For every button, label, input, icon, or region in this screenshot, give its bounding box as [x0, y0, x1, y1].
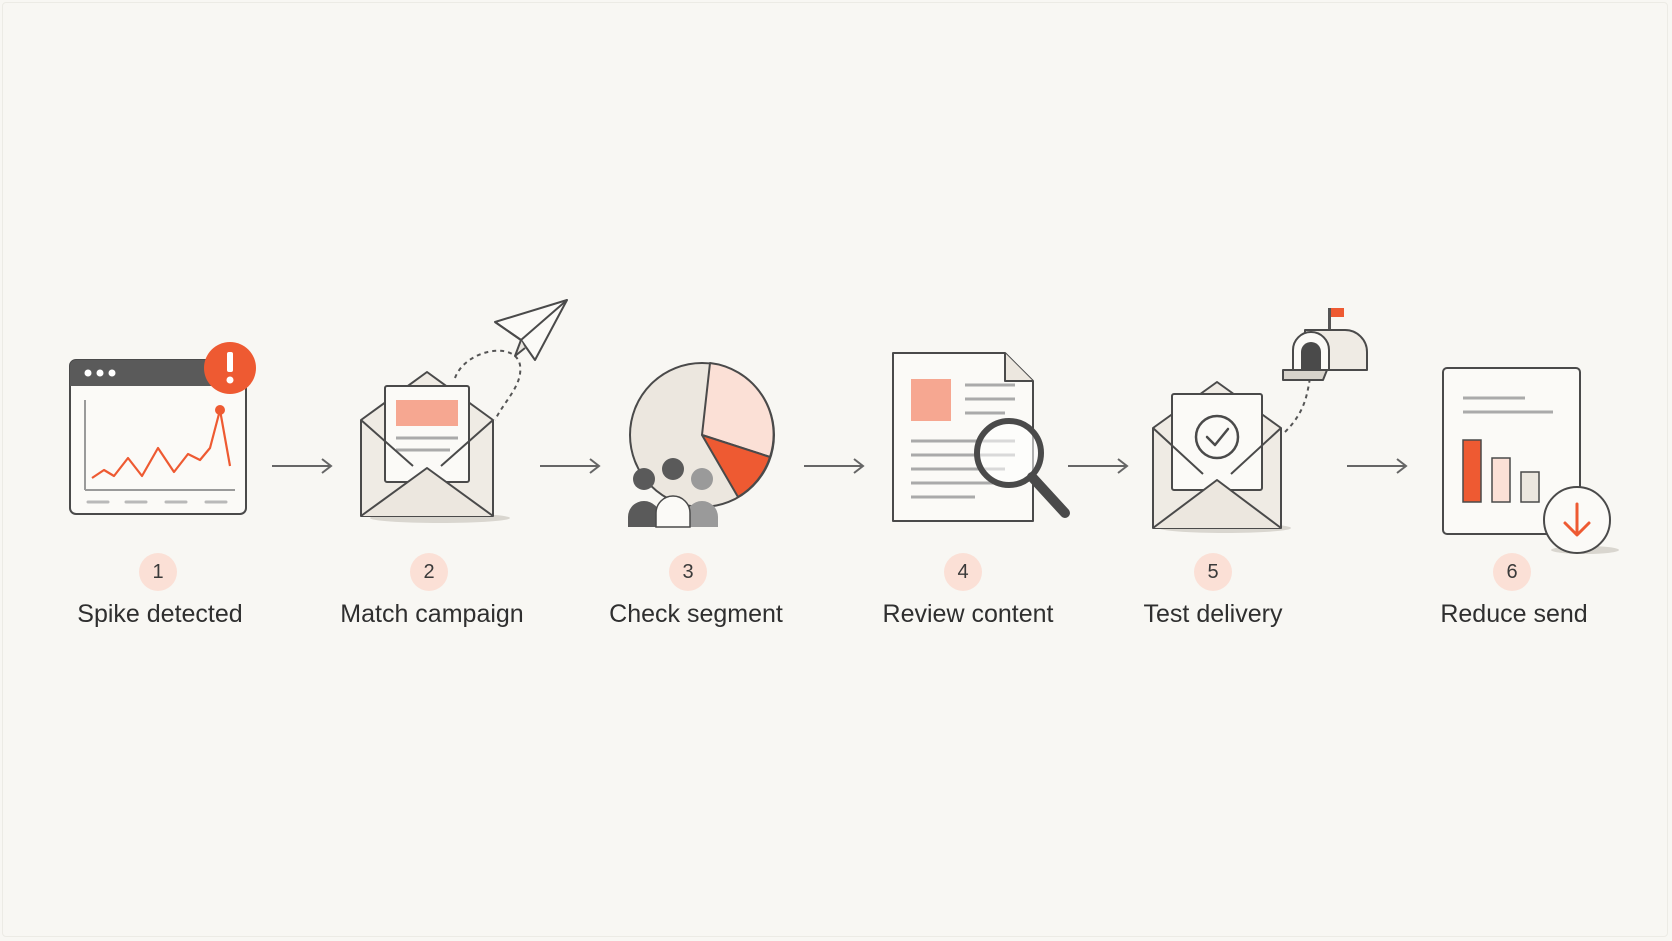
step-number-badge: 4	[944, 553, 982, 591]
bar-chart-down-icon	[1442, 367, 1619, 554]
arrow-right-icon	[1068, 458, 1129, 474]
step-number-badge: 6	[1493, 553, 1531, 591]
step-number-badge: 5	[1194, 553, 1232, 591]
document-magnifier-icon	[892, 352, 1070, 522]
pie-chart-people-icon	[628, 362, 775, 528]
arrow-right-icon	[804, 458, 865, 474]
step-number-badge: 3	[669, 553, 707, 591]
step-label: Test delivery	[1143, 600, 1283, 628]
arrow-right-icon	[272, 458, 333, 474]
envelope-check-mailbox-icon	[1152, 308, 1368, 533]
envelope-paper-plane-icon	[360, 299, 568, 523]
step-label: Review content	[882, 600, 1054, 628]
step-label: Reduce send	[1440, 600, 1588, 628]
browser-chart-alert-icon	[69, 342, 256, 515]
step-number-badge: 2	[410, 553, 448, 591]
arrow-right-icon	[540, 458, 601, 474]
arrow-right-icon	[1347, 458, 1408, 474]
step-label: Spike detected	[77, 600, 243, 628]
step-label: Check segment	[609, 600, 783, 628]
step-number-badge: 1	[139, 553, 177, 591]
step-label: Match campaign	[340, 600, 524, 628]
